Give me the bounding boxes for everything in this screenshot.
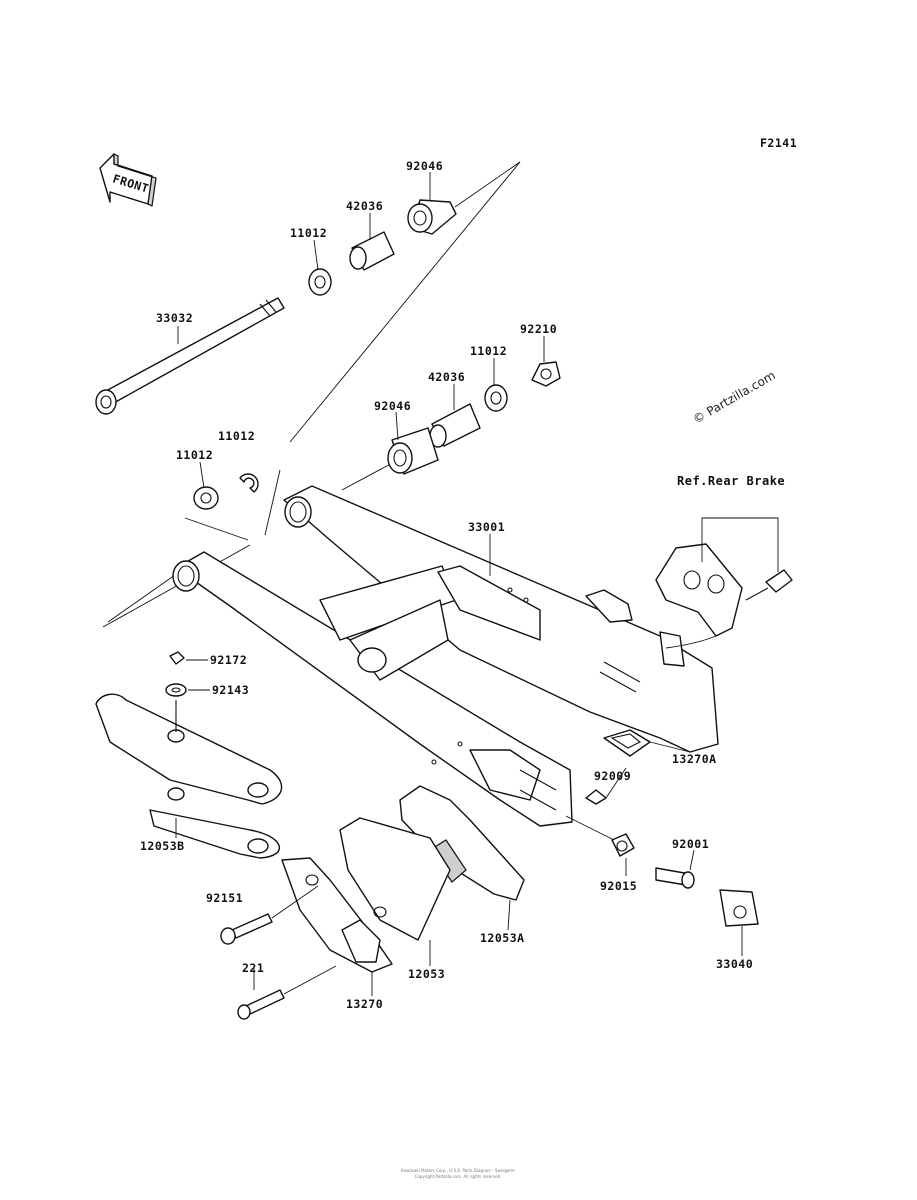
callout-92143: 92143 bbox=[212, 683, 249, 697]
callout-33032: 33032 bbox=[156, 311, 193, 325]
chain-guide-plates bbox=[281, 785, 525, 973]
footer-line-2: Copyright Partzilla.com. All rights rese… bbox=[415, 1174, 502, 1179]
reference-note: Ref.Rear Brake bbox=[677, 474, 785, 488]
front-arrow-icon: FRONT bbox=[99, 153, 157, 207]
callout-92001: 92001 bbox=[672, 837, 709, 851]
brake-bracket bbox=[655, 517, 793, 649]
callout-11012-left-a: 11012 bbox=[176, 448, 213, 462]
callout-12053B: 12053B bbox=[140, 839, 185, 853]
callout-11012-mid: 11012 bbox=[470, 344, 507, 358]
figure-code: F2141 bbox=[760, 136, 797, 150]
footer-line-1: Kawasaki Motors Corp., U.S.A. Parts Diag… bbox=[401, 1168, 515, 1173]
callout-33040: 33040 bbox=[716, 957, 753, 971]
chain-slipper-13270A bbox=[585, 729, 651, 805]
axle-hardware bbox=[565, 815, 759, 927]
callout-11012-top: 11012 bbox=[290, 226, 327, 240]
callout-13270: 13270 bbox=[346, 997, 383, 1011]
chain-guide-12053B bbox=[95, 693, 283, 859]
callout-11012-left-b: 11012 bbox=[218, 429, 255, 443]
pivot-shaft-33032 bbox=[95, 297, 285, 415]
callout-92009: 92009 bbox=[594, 769, 631, 783]
callout-92151: 92151 bbox=[206, 891, 243, 905]
seal-set-left bbox=[193, 473, 259, 510]
callout-92046-mid: 92046 bbox=[374, 399, 411, 413]
callout-leaders bbox=[175, 172, 743, 996]
bushing-set-top bbox=[308, 199, 457, 296]
swingarm-33001 bbox=[172, 485, 719, 827]
bushing-set-mid bbox=[387, 361, 561, 475]
callout-42036-mid: 42036 bbox=[428, 370, 465, 384]
watermark-text: © Partzilla.com bbox=[691, 368, 778, 426]
callout-92046-top: 92046 bbox=[406, 159, 443, 173]
callout-42036-top: 42036 bbox=[346, 199, 383, 213]
callout-33001: 33001 bbox=[468, 520, 505, 534]
callout-13270A: 13270A bbox=[672, 752, 717, 766]
callout-221: 221 bbox=[242, 961, 264, 975]
bolt-and-washer bbox=[165, 651, 187, 697]
callout-92210: 92210 bbox=[520, 322, 557, 336]
bolts-lower bbox=[220, 885, 337, 1020]
callout-12053: 12053 bbox=[408, 967, 445, 981]
callout-92015: 92015 bbox=[600, 879, 637, 893]
callout-92172: 92172 bbox=[210, 653, 247, 667]
callout-12053A: 12053A bbox=[480, 931, 525, 945]
